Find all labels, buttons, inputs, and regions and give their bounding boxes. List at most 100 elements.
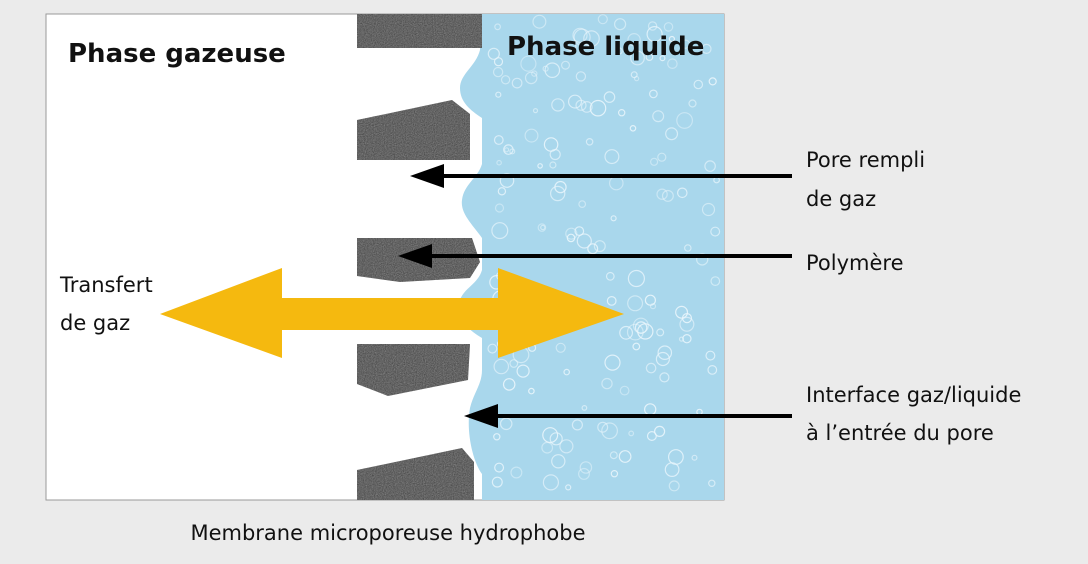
bubble bbox=[577, 467, 590, 480]
polymer-block bbox=[357, 448, 474, 500]
bubble bbox=[661, 189, 674, 202]
pore-label-line2: de gaz bbox=[806, 187, 876, 211]
bubble bbox=[597, 421, 609, 433]
diagram-caption: Membrane microporeuse hydrophobe bbox=[190, 521, 585, 545]
bubble bbox=[510, 466, 523, 479]
bubble bbox=[656, 328, 665, 337]
bubble bbox=[550, 185, 566, 202]
bubble bbox=[701, 43, 712, 55]
bubble bbox=[675, 305, 689, 319]
bubble bbox=[710, 226, 721, 237]
polymer-block bbox=[357, 14, 482, 48]
bubble bbox=[676, 187, 688, 199]
bubble bbox=[492, 66, 504, 78]
bubble bbox=[701, 202, 716, 217]
bubble bbox=[710, 276, 721, 287]
bubble bbox=[524, 128, 539, 143]
bubble bbox=[707, 365, 718, 375]
bubble bbox=[511, 77, 523, 89]
bubble bbox=[516, 364, 530, 378]
bubble bbox=[493, 135, 504, 145]
bubble bbox=[567, 94, 582, 109]
bubble bbox=[542, 65, 549, 72]
bubble bbox=[633, 75, 640, 82]
bubble bbox=[691, 454, 698, 461]
bubble bbox=[645, 362, 657, 374]
bubble bbox=[705, 350, 716, 361]
bubble bbox=[667, 58, 678, 69]
bubble bbox=[646, 25, 663, 43]
bubble bbox=[628, 430, 635, 437]
bubble bbox=[532, 107, 539, 114]
bubble bbox=[585, 138, 594, 146]
bubble bbox=[659, 55, 666, 62]
bubble bbox=[645, 53, 654, 61]
bubble bbox=[649, 157, 659, 166]
bubble bbox=[494, 203, 505, 213]
bubble bbox=[491, 222, 509, 240]
bubble bbox=[606, 296, 617, 306]
bubble bbox=[579, 461, 593, 474]
bubble bbox=[524, 71, 538, 85]
transfer-label-line1: Transfert bbox=[59, 273, 153, 297]
pore-pointer-head bbox=[410, 164, 444, 188]
bubble bbox=[549, 161, 557, 169]
bubble bbox=[495, 91, 502, 98]
bubble bbox=[487, 343, 498, 354]
bubble bbox=[560, 60, 570, 70]
bubble bbox=[493, 57, 504, 67]
bubble bbox=[618, 450, 632, 463]
bubble bbox=[504, 147, 510, 153]
bubble bbox=[704, 160, 716, 172]
bubble bbox=[663, 22, 674, 32]
bubble bbox=[494, 23, 502, 31]
interface-label-line2: à l’entrée du pore bbox=[806, 421, 994, 445]
bubble bbox=[618, 108, 626, 117]
bubble bbox=[665, 127, 679, 141]
bubble bbox=[696, 253, 709, 266]
bubble bbox=[659, 372, 670, 383]
bubble bbox=[680, 39, 691, 49]
bubble bbox=[493, 358, 510, 375]
bubble bbox=[656, 188, 668, 200]
bubble bbox=[597, 14, 608, 25]
bubble bbox=[647, 21, 658, 31]
bubble bbox=[583, 30, 600, 47]
bubble bbox=[587, 243, 599, 255]
bubble bbox=[605, 271, 615, 281]
pore-label-line1: Pore rempli bbox=[806, 148, 925, 172]
bubble bbox=[544, 62, 561, 78]
bubble bbox=[676, 112, 693, 129]
bubble bbox=[566, 233, 576, 243]
bubble bbox=[632, 317, 649, 334]
bubble bbox=[627, 33, 641, 47]
bubble bbox=[655, 351, 671, 367]
polymer-pointer-head bbox=[398, 244, 432, 268]
bubble bbox=[593, 240, 606, 253]
bubble bbox=[509, 359, 519, 368]
bubble bbox=[657, 152, 667, 162]
gas-transfer-arrow bbox=[160, 268, 624, 358]
bubble bbox=[494, 462, 505, 473]
bubble bbox=[615, 47, 623, 55]
bubble bbox=[537, 223, 547, 232]
bubble bbox=[551, 98, 565, 112]
bubble bbox=[664, 462, 680, 478]
interface-pointer-head bbox=[464, 404, 498, 428]
bubble bbox=[610, 215, 617, 222]
bubble bbox=[610, 470, 619, 478]
bubble bbox=[559, 439, 574, 454]
bubble bbox=[649, 89, 658, 99]
bubble bbox=[532, 14, 547, 29]
bubble bbox=[572, 27, 588, 43]
bubble bbox=[652, 110, 665, 123]
bubble bbox=[609, 451, 618, 460]
bubble bbox=[679, 316, 695, 332]
bubble bbox=[657, 345, 673, 360]
bubble bbox=[540, 224, 546, 231]
polymer-membrane bbox=[357, 14, 482, 500]
bubble bbox=[627, 295, 644, 312]
bubble bbox=[571, 419, 584, 431]
bubble bbox=[688, 99, 697, 108]
